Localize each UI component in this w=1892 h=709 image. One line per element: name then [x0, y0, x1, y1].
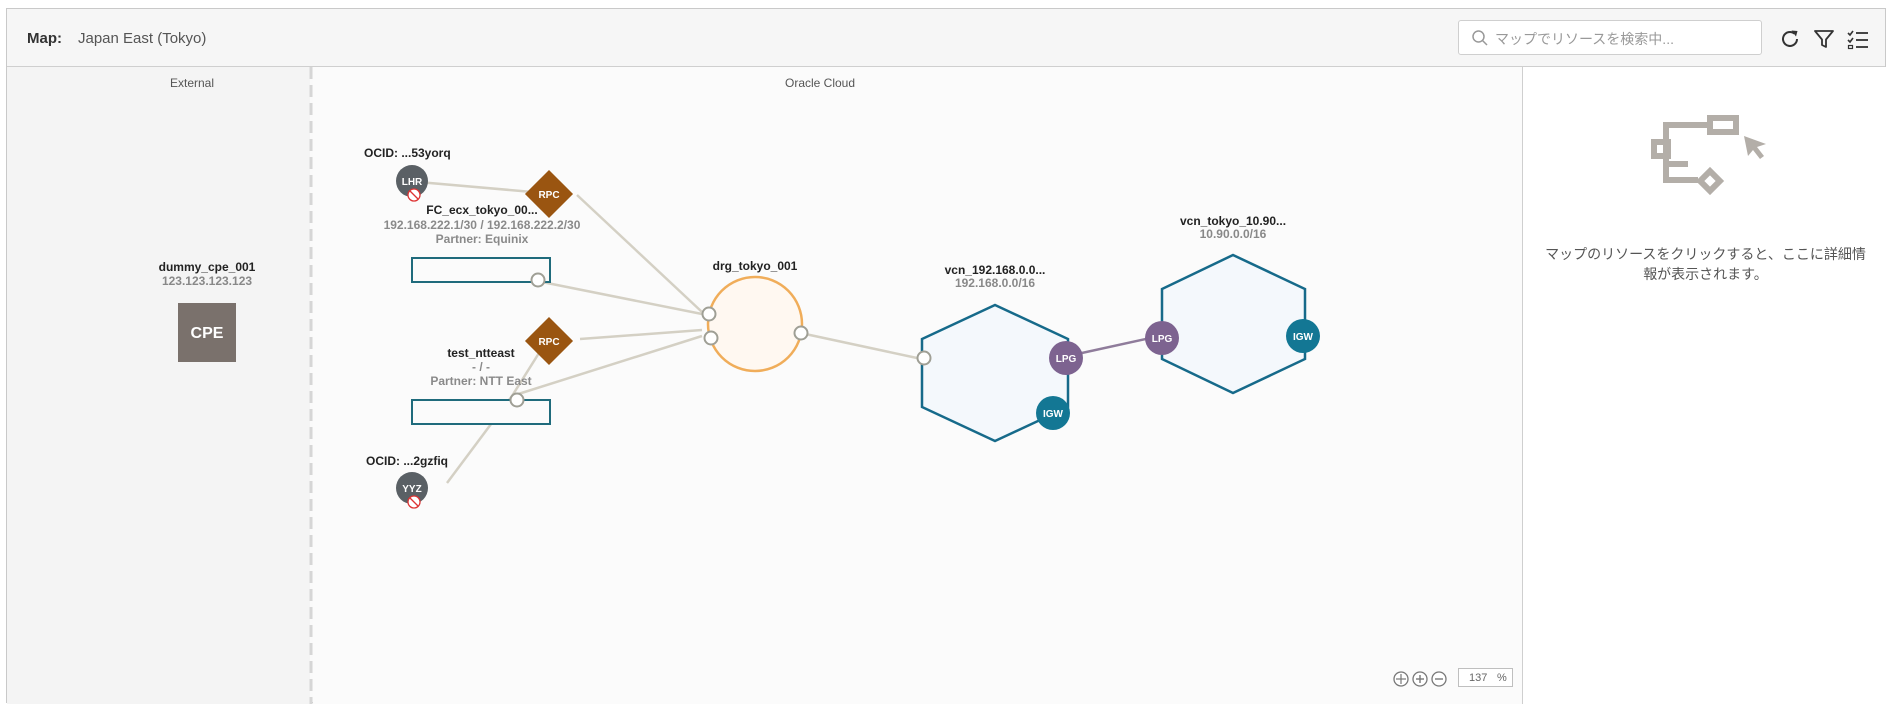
- zoom-level-input[interactable]: 137 %: [1458, 668, 1513, 687]
- virtual-circuit-node[interactable]: [411, 399, 551, 425]
- refresh-icon[interactable]: [1777, 26, 1803, 52]
- lpg-label: LPG: [1152, 334, 1173, 345]
- connection-name: test_ntteast: [447, 346, 514, 360]
- cpe-node[interactable]: CPE: [178, 303, 236, 362]
- cpe-ip: 123.123.123.123: [162, 274, 252, 288]
- map-toolbar: Map: Japan East (Tokyo): [7, 9, 1885, 67]
- fit-icon[interactable]: [1393, 671, 1409, 687]
- drg-name: drg_tokyo_001: [713, 259, 798, 273]
- igw-node[interactable]: IGW: [1036, 396, 1070, 430]
- igw-node[interactable]: IGW: [1286, 319, 1320, 353]
- drg-port: [701, 306, 717, 322]
- rpc-label: RPC: [538, 190, 559, 201]
- links: [406, 179, 918, 484]
- connection-partner: Partner: Equinix: [436, 232, 529, 246]
- port-connector: [509, 392, 525, 408]
- virtual-circuit-node[interactable]: [411, 257, 551, 283]
- zoom-controls: [1393, 671, 1447, 687]
- connection-partner: Partner: NTT East: [430, 374, 531, 388]
- drg-port: [793, 325, 809, 341]
- drg-node[interactable]: [706, 275, 804, 373]
- zoom-value: 137: [1469, 672, 1488, 684]
- lpg-label: LPG: [1056, 354, 1077, 365]
- detail-placeholder-text: マップのリソースをクリックすると、ここに詳細情報が表示されます。: [1545, 246, 1866, 282]
- port-connector: [530, 272, 546, 288]
- region-lhr-label: LHR: [402, 177, 423, 188]
- igw-label: IGW: [1293, 332, 1314, 343]
- vcn-name: vcn_192.168.0.0...: [945, 263, 1046, 277]
- vcn-node[interactable]: [920, 303, 1070, 443]
- map-region-value: Japan East (Tokyo): [78, 30, 207, 47]
- igw-label: IGW: [1043, 409, 1064, 420]
- zoom-in-icon[interactable]: [1412, 671, 1428, 687]
- topology-canvas: External Oracle Cloud dummy_cpe_001 123.…: [7, 67, 1522, 704]
- region-yyz-icon[interactable]: YYZ: [396, 472, 428, 509]
- lpg-node[interactable]: LPG: [1145, 321, 1179, 355]
- rpc-node[interactable]: RPC: [524, 169, 574, 219]
- map-frame: Map: Japan East (Tokyo): [6, 8, 1887, 704]
- cpe-name: dummy_cpe_001: [159, 260, 256, 274]
- topology-placeholder-icon: [1651, 115, 1766, 196]
- oracle-cloud-region-label: Oracle Cloud: [785, 76, 855, 90]
- vcn-name: vcn_tokyo_10.90...: [1180, 214, 1286, 228]
- legend-list-icon[interactable]: [1845, 26, 1871, 52]
- external-region: [7, 67, 310, 704]
- zoom-unit: %: [1497, 672, 1507, 684]
- vcn-cidr: 192.168.0.0/16: [955, 276, 1035, 290]
- drg-port: [703, 330, 719, 346]
- region-yyz-label: YYZ: [402, 484, 421, 495]
- rpc-label: RPC: [538, 337, 559, 348]
- search-box[interactable]: [1458, 20, 1762, 55]
- detail-pane: マップのリソースをクリックすると、ここに詳細情報が表示されます。: [1522, 67, 1887, 704]
- connection-ocid: OCID: ...53yorq: [364, 146, 451, 160]
- rpc-node[interactable]: RPC: [524, 316, 574, 366]
- vcn-port: [916, 350, 932, 366]
- external-region-label: External: [170, 76, 214, 90]
- vcn-node[interactable]: [1160, 253, 1307, 395]
- connection-ips: 192.168.222.1/30 / 192.168.222.2/30: [384, 218, 581, 232]
- connection-ocid: OCID: ...2gzfiq: [366, 454, 448, 468]
- search-icon: [1472, 30, 1488, 46]
- cpe-badge-label: CPE: [191, 325, 224, 342]
- lpg-node[interactable]: LPG: [1049, 341, 1083, 375]
- oracle-cloud-region: [313, 67, 1522, 704]
- vcn-cidr: 10.90.0.0/16: [1200, 227, 1267, 241]
- search-input[interactable]: [1493, 27, 1757, 51]
- region-lhr-icon[interactable]: LHR: [396, 165, 428, 202]
- zoom-out-icon[interactable]: [1431, 671, 1447, 687]
- filter-icon[interactable]: [1811, 26, 1837, 52]
- connection-ips: - / -: [472, 360, 490, 374]
- map-label: Map:: [27, 30, 62, 47]
- connection-name: FC_ecx_tokyo_00...: [426, 203, 537, 217]
